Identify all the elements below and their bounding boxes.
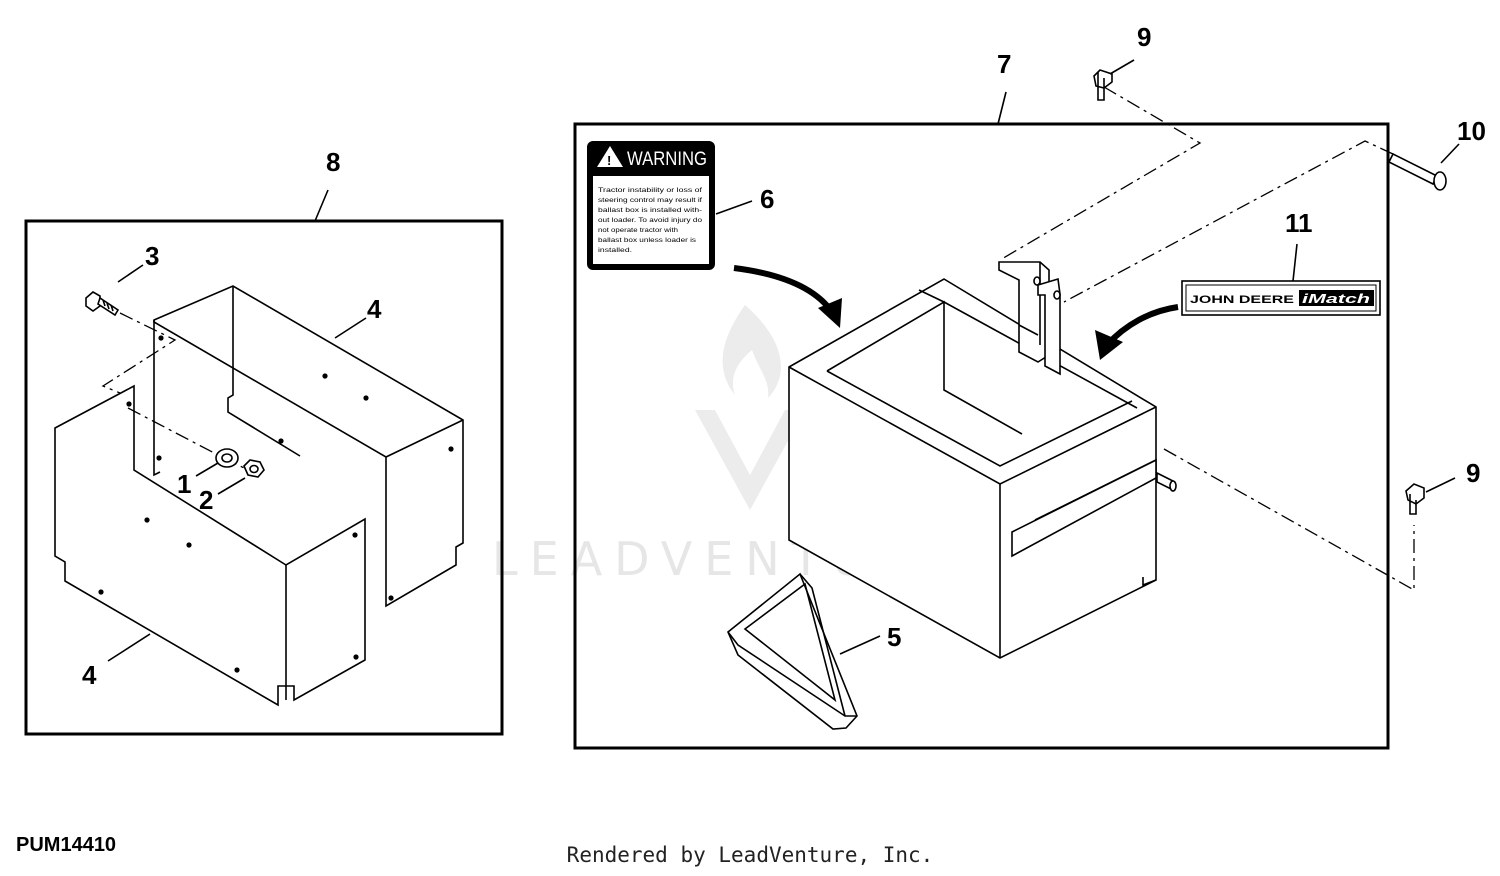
leader-6 xyxy=(715,200,753,215)
watermark-flame-icon xyxy=(722,305,781,398)
callout-8: 8 xyxy=(326,147,340,177)
lynch-pin-9-top xyxy=(1093,69,1113,101)
svg-text:!: ! xyxy=(607,153,611,168)
callout-3: 3 xyxy=(145,241,159,271)
callout-11: 11 xyxy=(1285,208,1313,238)
leader-8 xyxy=(314,189,329,222)
render-credit: Rendered by LeadVenture, Inc. xyxy=(566,843,934,867)
weight-5 xyxy=(727,572,858,730)
callout-1: 1 xyxy=(177,469,191,499)
kit-frame-left xyxy=(24,219,504,736)
arrow-logo-to-box xyxy=(1095,304,1179,360)
kit-frame-right xyxy=(573,122,1390,750)
warning-line: steering control may result if xyxy=(598,197,702,204)
leader-1 xyxy=(195,462,219,477)
bolt-3 xyxy=(85,291,120,317)
callout-9-top: 9 xyxy=(1137,22,1151,52)
figure-id: PUM14410 xyxy=(16,834,117,856)
leader-4-upper xyxy=(334,317,367,339)
warning-line: Tractor instability or loss of xyxy=(598,187,702,194)
assembly-line-pin-10 xyxy=(1063,140,1394,303)
logo-brand: JOHN DEERE xyxy=(1190,294,1294,306)
leader-4-lower xyxy=(107,633,151,662)
warning-line: out loader. To avoid injury do xyxy=(598,217,702,224)
callout-10: 10 xyxy=(1457,116,1486,146)
nut-2 xyxy=(243,459,265,478)
back-panel xyxy=(153,285,464,608)
leader-9-top xyxy=(1109,59,1135,75)
watermark-v-icon xyxy=(695,410,805,510)
logo-decal: JOHN DEERE iMatch xyxy=(1181,280,1381,316)
arrow-warning-to-box xyxy=(733,265,842,328)
front-panel xyxy=(54,384,366,707)
assembly-line-bolt xyxy=(101,312,177,394)
warning-line: installed. xyxy=(598,247,632,254)
ballast-box xyxy=(788,261,1177,659)
callout-9-right: 9 xyxy=(1466,458,1480,488)
leader-11 xyxy=(1292,243,1298,282)
leader-2 xyxy=(217,477,246,495)
hitch-pin-10 xyxy=(1387,152,1447,191)
warning-decal: ! WARNING Tractor instability or loss of… xyxy=(587,141,715,270)
leader-9-right xyxy=(1425,477,1456,493)
callout-4-lower: 4 xyxy=(82,660,97,690)
callout-6: 6 xyxy=(760,184,774,214)
washer-1 xyxy=(215,448,239,468)
assembly-line-pin-right xyxy=(1163,448,1415,592)
logo-model: iMatch xyxy=(1302,291,1370,306)
warning-line: ballast box is installed with- xyxy=(598,207,702,214)
callout-7: 7 xyxy=(997,49,1011,79)
leader-7 xyxy=(997,91,1007,125)
callout-5: 5 xyxy=(887,622,901,652)
assembly-line-pin-top xyxy=(999,86,1202,261)
warning-line: ballast box unless loader is xyxy=(598,237,697,244)
callout-2: 2 xyxy=(199,485,213,515)
leader-10 xyxy=(1440,143,1460,164)
lynch-pin-9-right xyxy=(1405,483,1425,515)
callout-4-upper: 4 xyxy=(367,294,382,324)
leader-3 xyxy=(117,264,144,283)
warning-line: not operate tractor with xyxy=(598,227,678,234)
warning-heading: WARNING xyxy=(627,149,707,170)
leader-5 xyxy=(839,635,881,655)
warning-triangle-icon xyxy=(597,146,623,167)
